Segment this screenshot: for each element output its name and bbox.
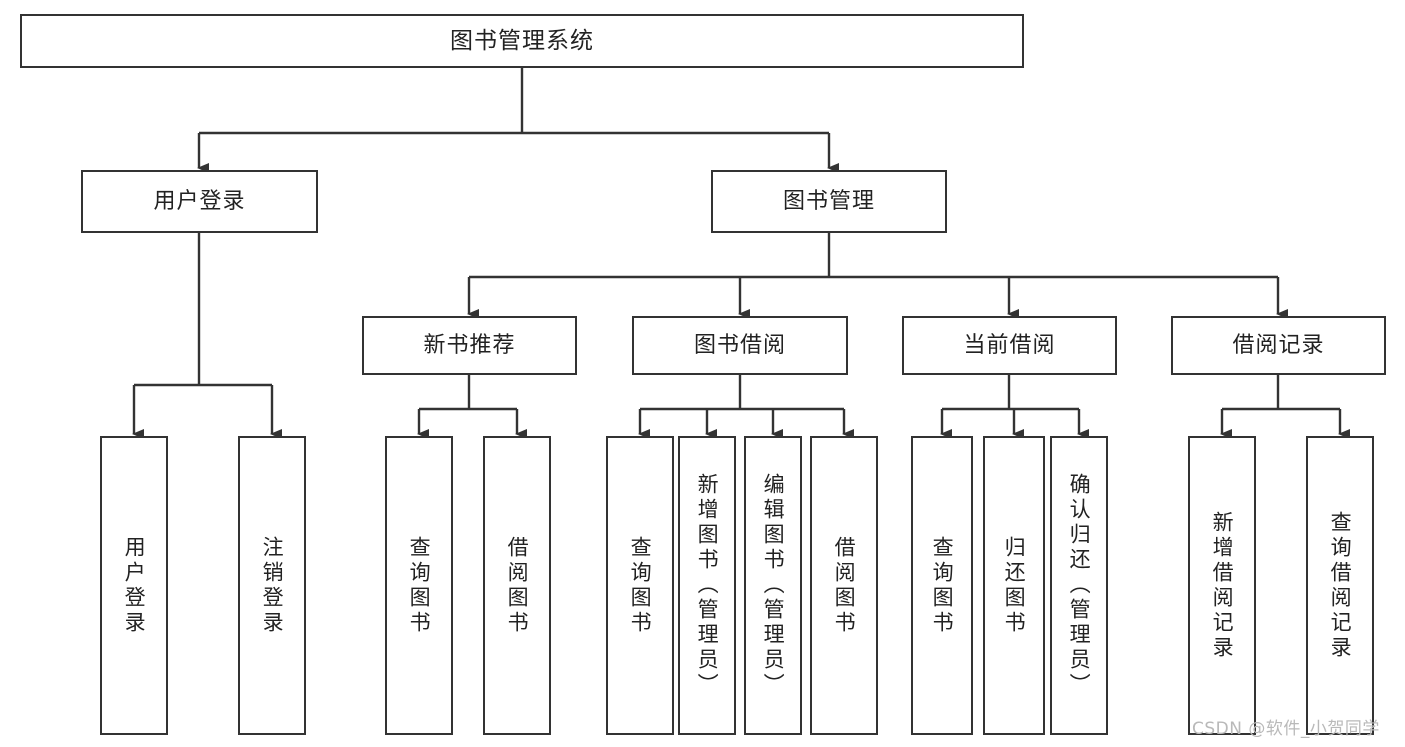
node-label: 图书借阅 [693, 332, 786, 358]
node-l3-1-图书借阅[interactable]: 图书借阅 [632, 316, 848, 375]
node-label: 新增图书（管理员） [695, 473, 720, 698]
node-l4-9-归还图书[interactable]: 归还图书 [983, 436, 1045, 735]
node-label: 查询图书 [407, 535, 432, 636]
node-l4-10-确认归还管理员[interactable]: 确认归还（管理员） [1050, 436, 1108, 735]
node-label: 注销登录 [260, 535, 285, 636]
node-l3-2-当前借阅[interactable]: 当前借阅 [902, 316, 1117, 375]
node-l4-8-查询图书[interactable]: 查询图书 [911, 436, 973, 735]
node-label: 当前借阅 [963, 332, 1056, 358]
node-label: 图书管理 [782, 188, 875, 214]
node-label: 用户登录 [122, 535, 147, 636]
node-l4-2-查询图书[interactable]: 查询图书 [385, 436, 453, 735]
node-l2-1-图书管理[interactable]: 图书管理 [711, 170, 947, 233]
node-l4-6-编辑图书管理员[interactable]: 编辑图书（管理员） [744, 436, 802, 735]
node-label: 借阅图书 [832, 535, 857, 636]
node-label: 查询图书 [628, 535, 653, 636]
node-l4-11-新增借阅记录[interactable]: 新增借阅记录 [1188, 436, 1256, 735]
node-l3-0-新书推荐[interactable]: 新书推荐 [362, 316, 577, 375]
node-label: 查询图书 [930, 535, 955, 636]
node-label: 新增借阅记录 [1210, 510, 1235, 661]
node-label: 编辑图书（管理员） [761, 473, 786, 698]
node-l4-12-查询借阅记录[interactable]: 查询借阅记录 [1306, 436, 1374, 735]
node-label: 确认归还（管理员） [1067, 473, 1092, 698]
node-label: 图书管理系统 [450, 27, 594, 54]
node-l4-1-注销登录[interactable]: 注销登录 [238, 436, 306, 735]
node-label: 用户登录 [153, 188, 246, 214]
node-l4-0-用户登录[interactable]: 用户登录 [100, 436, 168, 735]
node-l4-4-查询图书[interactable]: 查询图书 [606, 436, 674, 735]
node-l3-3-借阅记录[interactable]: 借阅记录 [1171, 316, 1386, 375]
node-l4-3-借阅图书[interactable]: 借阅图书 [483, 436, 551, 735]
node-label: 借阅图书 [505, 535, 530, 636]
node-l2-0-用户登录[interactable]: 用户登录 [81, 170, 318, 233]
csdn-watermark: CSDN @软件_小贺同学 [1192, 719, 1380, 739]
node-label: 借阅记录 [1232, 332, 1325, 358]
node-label: 新书推荐 [423, 332, 516, 358]
node-l4-5-新增图书管理员[interactable]: 新增图书（管理员） [678, 436, 736, 735]
node-label: 归还图书 [1002, 535, 1027, 636]
node-root-图书管理系统[interactable]: 图书管理系统 [20, 14, 1024, 68]
node-l4-7-借阅图书[interactable]: 借阅图书 [810, 436, 878, 735]
node-label: 查询借阅记录 [1328, 510, 1353, 661]
